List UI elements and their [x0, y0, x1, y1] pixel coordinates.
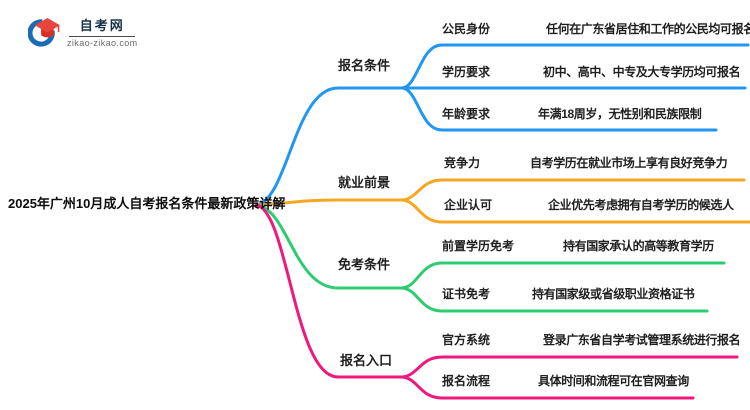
child-line: [400, 286, 709, 313]
node-label[interactable]: 公民身份: [442, 22, 491, 36]
logo-divider: [69, 36, 136, 37]
node-desc[interactable]: 企业优先考虑拥有自考学历的候选人: [548, 198, 734, 212]
node-desc[interactable]: 持有国家承认的高等教育学历: [563, 239, 714, 253]
branch-label-exemption-conditions[interactable]: 免考条件: [338, 257, 391, 272]
node-label[interactable]: 学历要求: [442, 65, 491, 79]
branch-label-registration-entry[interactable]: 报名入口: [340, 353, 393, 368]
child-line: [400, 178, 746, 202]
node-desc[interactable]: 持有国家级或省级职业资格证书: [532, 287, 695, 301]
node-desc[interactable]: 初中、高中、中专及大专学历均可报名: [543, 65, 741, 79]
site-logo: 自考网 zikao-zikao.com: [28, 15, 138, 48]
node-label[interactable]: 竞争力: [444, 156, 481, 170]
child-line: [400, 261, 726, 290]
node-desc[interactable]: 具体时间和流程可在官网查询: [538, 374, 689, 388]
site-url: zikao-zikao.com: [67, 38, 138, 48]
branch-line: [254, 203, 404, 379]
root-topic[interactable]: 2025年广州10月成人自考报名条件最新政策详解: [8, 196, 286, 211]
child-line: [400, 198, 750, 224]
node-label[interactable]: 官方系统: [442, 333, 491, 347]
node-desc[interactable]: 任何在广东省居住和工作的公民均可报名: [546, 22, 750, 36]
node-desc[interactable]: 年满18周岁，无性别和民族限制: [538, 107, 702, 121]
node-desc[interactable]: 自考学历在就业市场上享有良好竞争力: [530, 156, 728, 170]
branch-line: [254, 86, 404, 207]
branch-label-registration-conditions[interactable]: 报名条件: [338, 58, 391, 73]
graduation-cap-icon: [28, 17, 61, 47]
child-line: [400, 375, 695, 400]
child-line: [400, 86, 718, 132]
child-line: [400, 355, 739, 379]
node-desc[interactable]: 登录广东省自学考试管理系统进行报名: [543, 333, 741, 347]
node-label[interactable]: 报名流程: [442, 374, 491, 388]
branch-label-employment-prospects[interactable]: 就业前景: [338, 175, 391, 190]
branch-line: [254, 203, 404, 290]
child-line: [400, 43, 750, 90]
site-name: 自考网: [79, 18, 125, 33]
node-label[interactable]: 企业认可: [444, 198, 493, 212]
node-label[interactable]: 年龄要求: [442, 107, 491, 121]
node-label[interactable]: 证书免考: [442, 287, 491, 301]
node-label[interactable]: 前置学历免考: [442, 239, 515, 253]
branch-line: [254, 198, 404, 207]
